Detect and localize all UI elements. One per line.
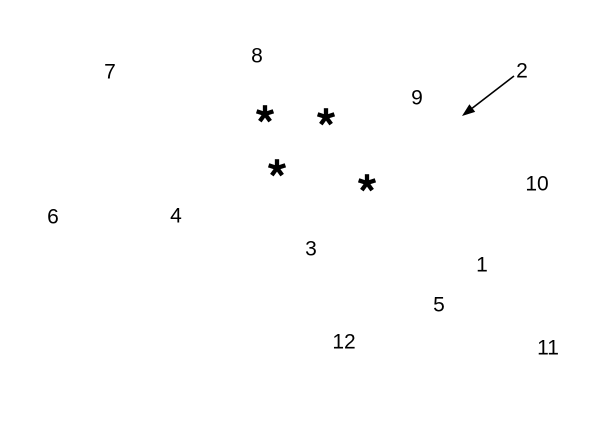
- asterisk-icon: [267, 159, 287, 177]
- asterisk-icon: [255, 105, 275, 123]
- point-label-2: 2: [516, 59, 528, 83]
- point-label-8: 8: [251, 44, 263, 68]
- point-label-7: 7: [104, 60, 116, 84]
- asterisk-icon: [316, 108, 336, 126]
- arrow-line-icon: [471, 75, 515, 109]
- asterisk-marker: [265, 156, 289, 180]
- point-label-11: 11: [537, 336, 559, 360]
- asterisk-marker: [314, 105, 338, 129]
- point-label-12: 12: [332, 330, 356, 354]
- point-label-6: 6: [47, 205, 59, 229]
- asterisk-marker: [253, 102, 277, 126]
- arrow-head-icon: [462, 104, 476, 116]
- point-label-9: 9: [411, 86, 423, 110]
- point-label-1: 1: [476, 253, 488, 277]
- point-label-3: 3: [305, 237, 317, 261]
- point-label-5: 5: [433, 293, 445, 317]
- asterisk-icon: [357, 174, 377, 192]
- asterisk-marker: [355, 171, 379, 195]
- point-label-10: 10: [525, 172, 549, 196]
- point-label-4: 4: [170, 204, 182, 228]
